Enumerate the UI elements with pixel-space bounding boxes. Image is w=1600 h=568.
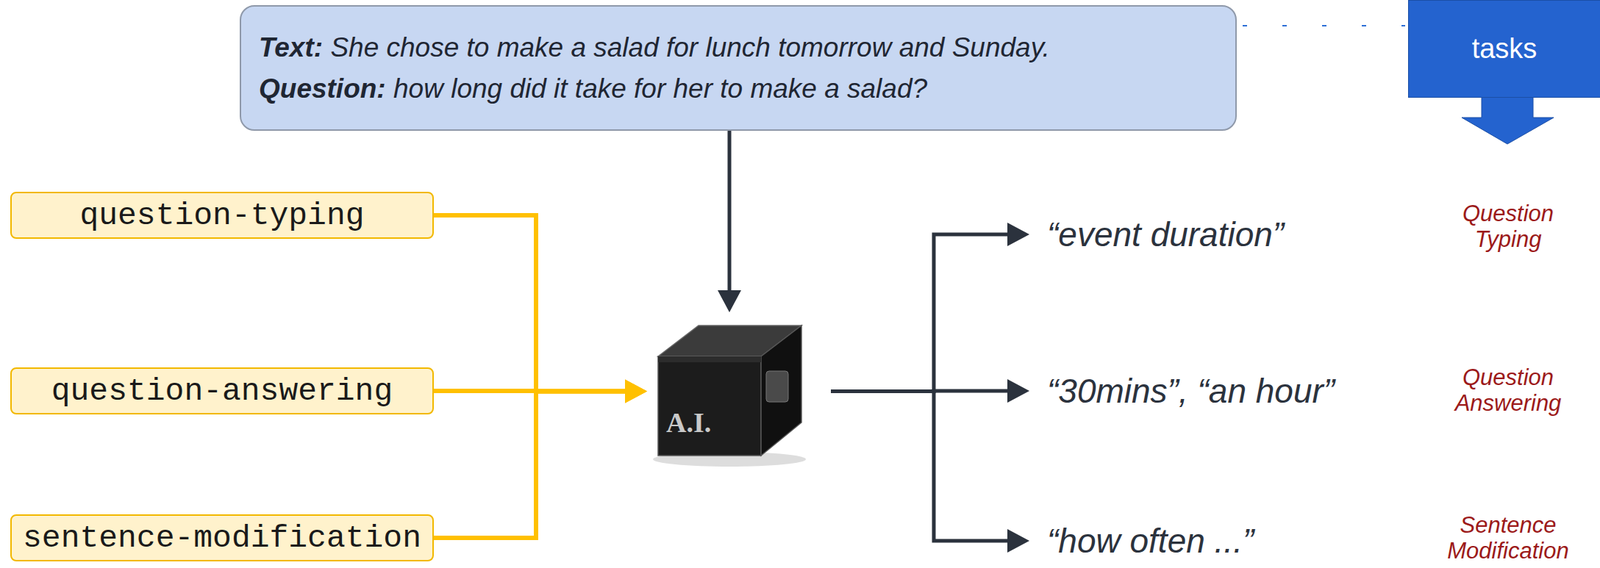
- connector: [433, 215, 648, 404]
- arrowhead: [625, 380, 648, 404]
- task-name-label: Question Typing: [1427, 201, 1589, 253]
- output-text: “how often ...”: [1029, 521, 1254, 562]
- connector-line: [433, 391, 627, 539]
- field-text: She chose to make a salad for lunch tomo…: [330, 32, 1050, 63]
- arrowhead: [717, 290, 742, 313]
- node-text: tasks: [1472, 33, 1538, 65]
- node-text: “event duration”: [1047, 214, 1284, 255]
- connector: [433, 380, 648, 539]
- node-text: “30mins”, “an hour”: [1047, 371, 1335, 412]
- chest-side: [761, 325, 802, 456]
- chest-front: [658, 356, 762, 456]
- node-text: question-typing: [79, 197, 364, 234]
- field-label: Text:: [258, 32, 323, 63]
- node-text: “how often ...”: [1047, 521, 1254, 562]
- ai-box: A.I.: [647, 312, 831, 471]
- field-text: how long did it take for her to make a s…: [393, 73, 928, 104]
- tasks-box: tasks: [1408, 0, 1600, 98]
- field-label: Question:: [258, 73, 387, 104]
- output-text: “event duration”: [1029, 214, 1284, 255]
- connector-line: [830, 391, 1009, 542]
- task-name-label: Question Answering: [1427, 365, 1589, 417]
- output-text: “30mins”, “an hour”: [1029, 371, 1335, 412]
- chest-latch: [766, 371, 789, 403]
- text-line: Question:how long did it take for her to…: [258, 68, 1218, 110]
- arrowhead: [625, 380, 648, 404]
- node-text: sentence-modification: [22, 520, 422, 557]
- task-token: sentence-modification: [10, 514, 434, 562]
- arrowhead: [1007, 529, 1030, 553]
- connector-line: [727, 130, 732, 292]
- ai-chest-illustration: [647, 312, 831, 471]
- connector-line: [1242, 25, 1406, 27]
- arrowhead: [625, 380, 648, 404]
- node-text: question-answering: [51, 373, 393, 410]
- task-token: question-typing: [10, 191, 434, 239]
- connector-line: [830, 234, 1009, 392]
- text-line: Text:She chose to make a salad for lunch…: [258, 27, 1218, 69]
- connector: [1242, 25, 1406, 27]
- down-arrow-shape: [1461, 94, 1554, 145]
- arrowhead: [1007, 379, 1030, 403]
- task-token: question-answering: [10, 367, 434, 415]
- connector: [830, 222, 1030, 392]
- arrowhead: [1007, 222, 1030, 247]
- context-box: Text:She chose to make a salad for lunch…: [239, 5, 1237, 131]
- connector: [830, 391, 1030, 554]
- connector: [717, 130, 742, 313]
- node-text: A.I.: [666, 406, 712, 439]
- chest-rim: [658, 356, 762, 363]
- connector-line: [433, 215, 627, 392]
- task-name-label: Sentence Modification: [1427, 513, 1589, 564]
